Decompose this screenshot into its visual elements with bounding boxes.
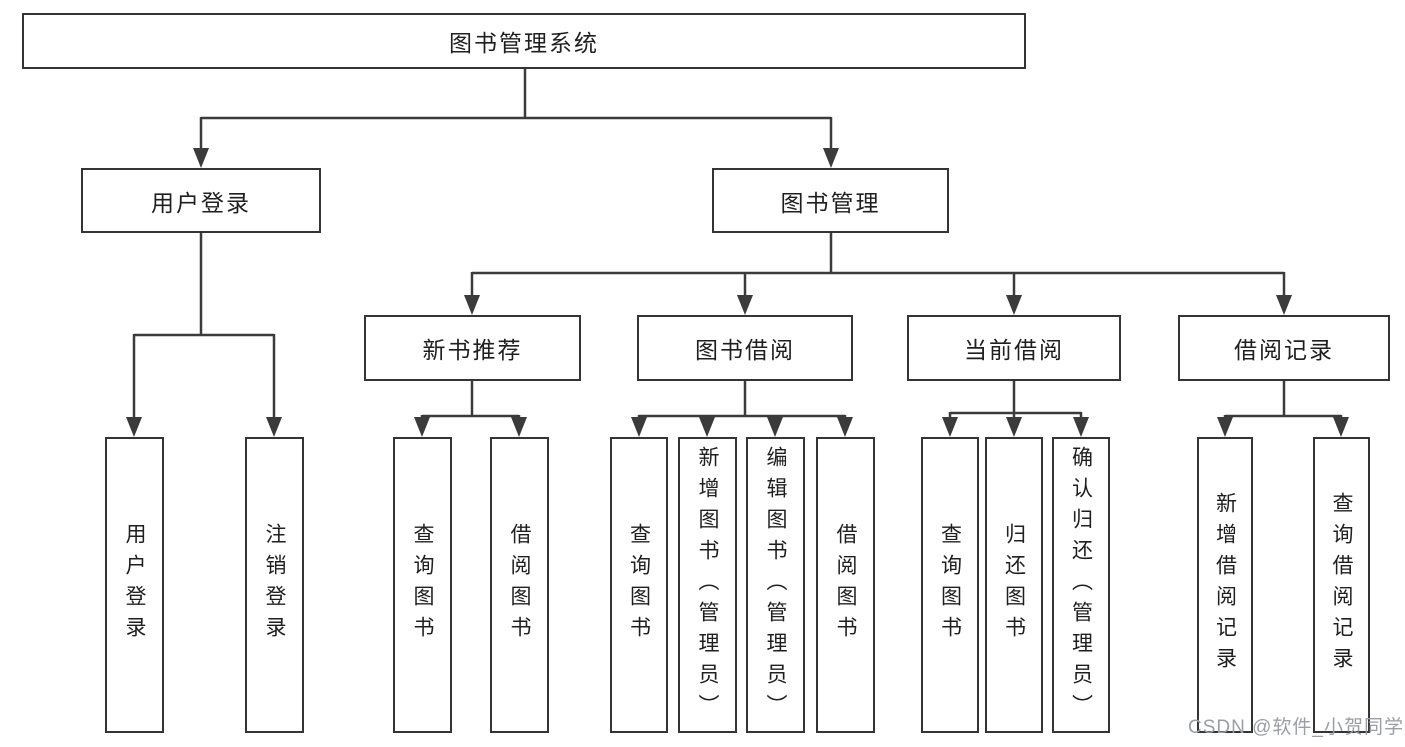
- leaf-add-books-admin: 新增图书（管理员）: [678, 437, 737, 733]
- node-library-system: 图书管理系统: [22, 13, 1026, 69]
- leaf-borrow-books: 借阅图书: [816, 437, 875, 733]
- node-new-book-recommend: 新书推荐: [364, 315, 581, 381]
- leaf-add-borrow-record: 新增借阅记录: [1197, 437, 1253, 733]
- leaf-logout: 注销登录: [245, 437, 304, 733]
- leaf-query-borrow-record: 查询借阅记录: [1313, 437, 1370, 733]
- leaf-query-books-borrow: 查询图书: [610, 437, 668, 733]
- leaf-user-login: 用户登录: [105, 437, 164, 733]
- node-book-borrowing: 图书借阅: [637, 315, 853, 381]
- leaf-confirm-return-admin: 确认归还（管理员）: [1052, 437, 1110, 733]
- arrowheads: [126, 148, 1349, 437]
- node-current-borrowing: 当前借阅: [907, 315, 1121, 381]
- leaf-query-books-current: 查询图书: [921, 437, 979, 733]
- watermark: CSDN @软件_小贺同学: [1188, 717, 1404, 738]
- node-borrowing-records: 借阅记录: [1178, 315, 1390, 381]
- leaf-return-books: 归还图书: [985, 437, 1043, 733]
- leaf-borrow-books-recommend: 借阅图书: [490, 437, 549, 733]
- leaf-query-books-recommend: 查询图书: [393, 437, 452, 733]
- node-book-management: 图书管理: [712, 168, 949, 233]
- node-user-login: 用户登录: [81, 168, 321, 233]
- leaf-edit-books-admin: 编辑图书（管理员）: [746, 437, 805, 733]
